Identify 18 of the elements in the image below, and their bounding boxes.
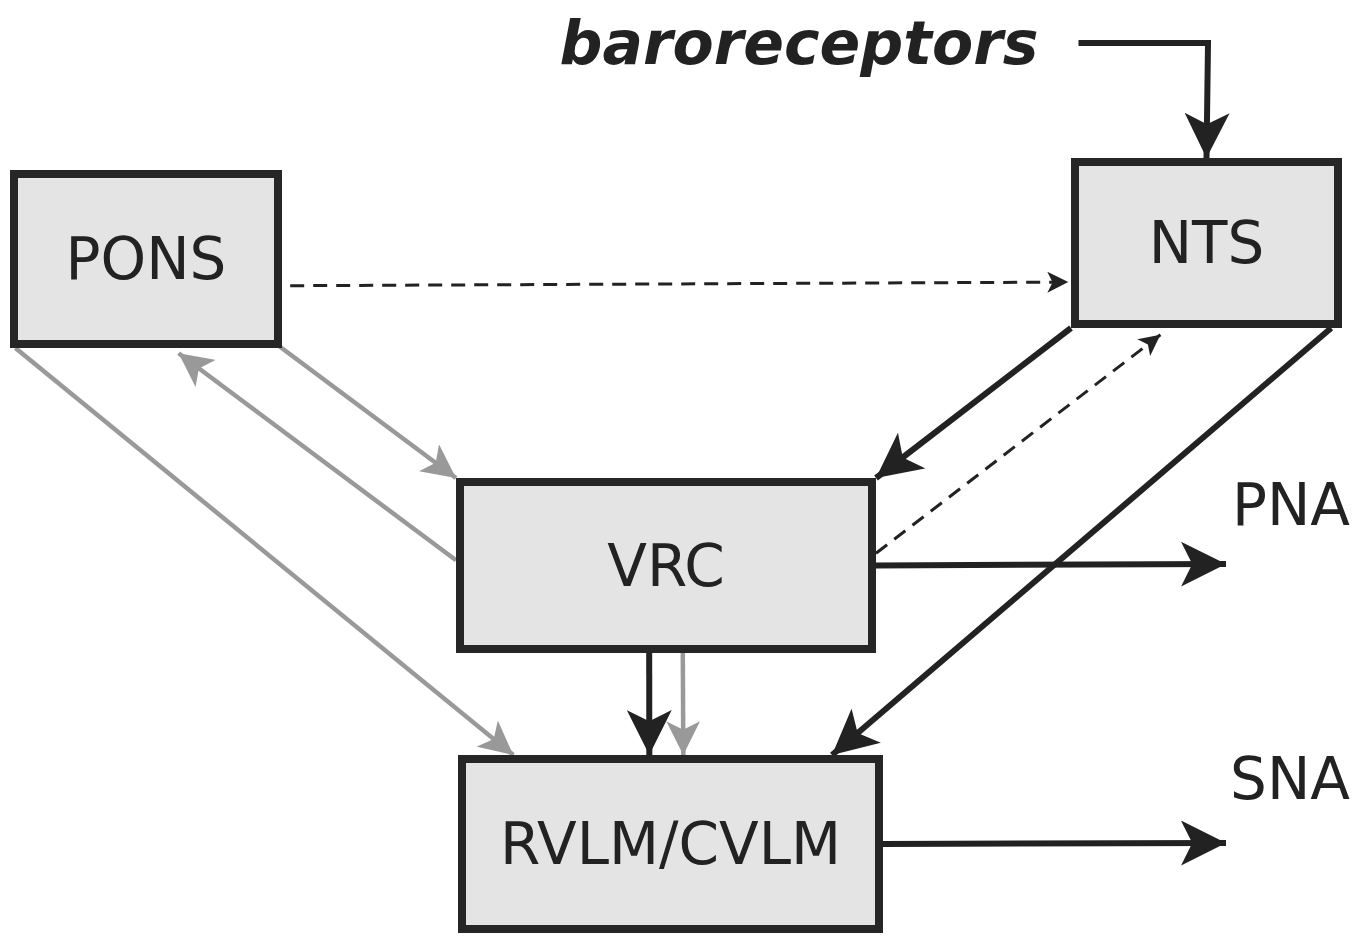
arrow bbox=[1078, 40, 1230, 159]
region-box: NTS bbox=[1071, 158, 1342, 328]
arrow bbox=[626, 653, 672, 755]
arrow bbox=[177, 351, 458, 563]
input-label: baroreceptors bbox=[525, 8, 1073, 78]
arrow bbox=[876, 541, 1226, 587]
output-label: PNA bbox=[1226, 474, 1350, 536]
arrow bbox=[666, 653, 700, 755]
arrow bbox=[875, 333, 1162, 555]
arrow bbox=[13, 346, 515, 757]
region-box: VRC bbox=[456, 478, 876, 653]
output-label: SNA bbox=[1226, 748, 1350, 810]
arrow bbox=[290, 271, 1069, 293]
region-box: RVLM/CVLM bbox=[458, 755, 883, 933]
arrow bbox=[874, 325, 1073, 481]
arrow bbox=[277, 344, 458, 480]
region-box: PONS bbox=[10, 170, 282, 348]
arrow bbox=[883, 820, 1226, 866]
